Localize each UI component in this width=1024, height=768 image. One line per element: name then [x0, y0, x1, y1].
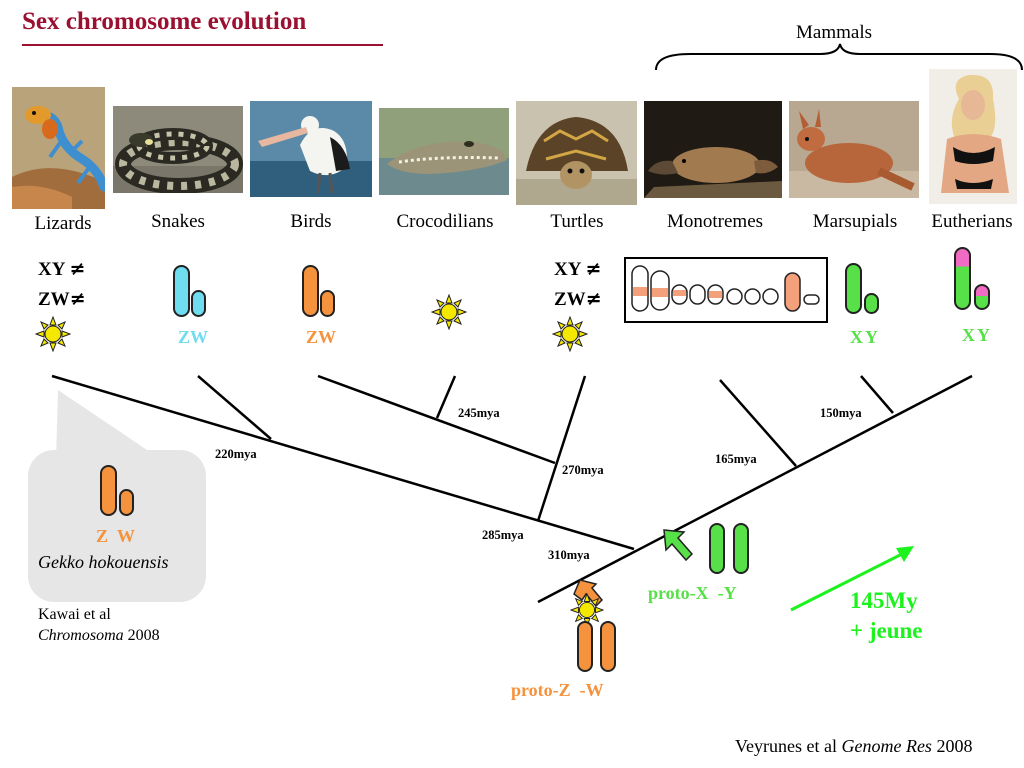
eutherian-x-chromosome — [954, 247, 971, 310]
gekko-callout — [28, 450, 206, 602]
citation-veyrunes: Veyrunes et al Genome Res 2008 — [735, 736, 973, 756]
lizards-zw-label: ZW≠ — [38, 288, 86, 310]
proto-zw-arrow-icon — [573, 579, 604, 608]
gekko-w-chromosome — [119, 489, 134, 516]
divergence-time-220: 220mya — [215, 447, 257, 461]
divergence-time-150: 150mya — [820, 406, 862, 420]
title-underline — [22, 44, 383, 46]
taxon-label-birds: Birds — [290, 211, 332, 232]
page-title: Sex chromosome evolution — [22, 8, 307, 35]
snake-w-chromosome — [191, 290, 206, 317]
sun-icon — [570, 593, 604, 627]
mammals-bracket — [655, 43, 1023, 71]
not-equal-symbol: ≠ — [585, 288, 602, 310]
snake-photo — [113, 106, 243, 193]
younger-direction-arrow — [790, 546, 914, 612]
divergence-time-165: 165mya — [715, 452, 757, 466]
proto-xy-label: proto-X -Y — [648, 583, 737, 603]
kangaroo-photo — [789, 101, 919, 198]
marsupial-x-chromosome — [845, 263, 862, 314]
eutherians-system-label: XY — [962, 325, 992, 345]
taxon-label-lizards: Lizards — [34, 213, 92, 234]
not-equal-symbol: ≠ — [69, 258, 86, 280]
platypus-photo — [644, 101, 782, 198]
sun-icon — [552, 316, 588, 352]
monotreme-karyotype-box — [624, 257, 828, 323]
lizard-photo — [12, 87, 105, 209]
bird-z-chromosome — [302, 265, 319, 317]
bird-w-chromosome — [320, 290, 335, 317]
proto-w-chromosome — [600, 621, 616, 672]
snakes-system-label: ZW — [178, 327, 209, 347]
taxon-label-monotremes: Monotremes — [666, 211, 764, 232]
proto-y-chromosome — [733, 523, 749, 574]
gekko-z-chromosome — [100, 465, 117, 516]
taxon-label-turtles: Turtles — [550, 211, 604, 232]
taxon-label-eutherians: Eutherians — [931, 211, 1013, 232]
taxon-label-crocodilians: Crocodilians — [396, 211, 494, 232]
turtles-zw-label: ZW≠ — [554, 288, 602, 310]
sun-icon — [35, 316, 71, 352]
gekko-species-name: Gekko hokouensis — [38, 552, 169, 572]
human-photo — [929, 69, 1017, 204]
not-equal-symbol: ≠ — [585, 258, 602, 280]
lizards-xy-label: XY ≠ — [38, 258, 86, 280]
divergence-time-285: 285mya — [482, 528, 524, 542]
snake-z-chromosome — [173, 265, 190, 317]
proto-x-chromosome — [709, 523, 725, 574]
proto-xy-arrow-icon — [663, 529, 694, 562]
gekko-system-label: Z W — [96, 526, 136, 546]
divergence-time-310: 310mya — [548, 548, 590, 562]
divergence-time-270: 270mya — [562, 463, 604, 477]
birds-system-label: ZW — [306, 327, 337, 347]
callout-pointer — [56, 390, 162, 460]
divergence-time-245: 245mya — [458, 406, 500, 420]
eutherian-y-chromosome — [974, 284, 990, 310]
proto-zw-label: proto-Z -W — [511, 680, 604, 700]
marsupials-system-label: XY — [850, 327, 880, 347]
sun-icon — [431, 294, 467, 330]
turtles-xy-label: XY ≠ — [554, 258, 602, 280]
not-equal-symbol: ≠ — [69, 288, 86, 310]
pelican-photo — [250, 101, 372, 197]
citation-kawai: Kawai et al Chromosoma 2008 — [38, 606, 160, 644]
marsupial-y-chromosome — [864, 293, 879, 314]
taxon-label-snakes: Snakes — [151, 211, 205, 232]
crocodile-photo — [379, 108, 509, 195]
younger-arrow-label: 145My + jeune — [850, 588, 923, 643]
taxon-label-marsupials: Marsupials — [812, 211, 898, 232]
proto-z-chromosome — [577, 621, 593, 672]
turtle-photo — [516, 101, 637, 205]
mammals-label: Mammals — [796, 22, 872, 43]
